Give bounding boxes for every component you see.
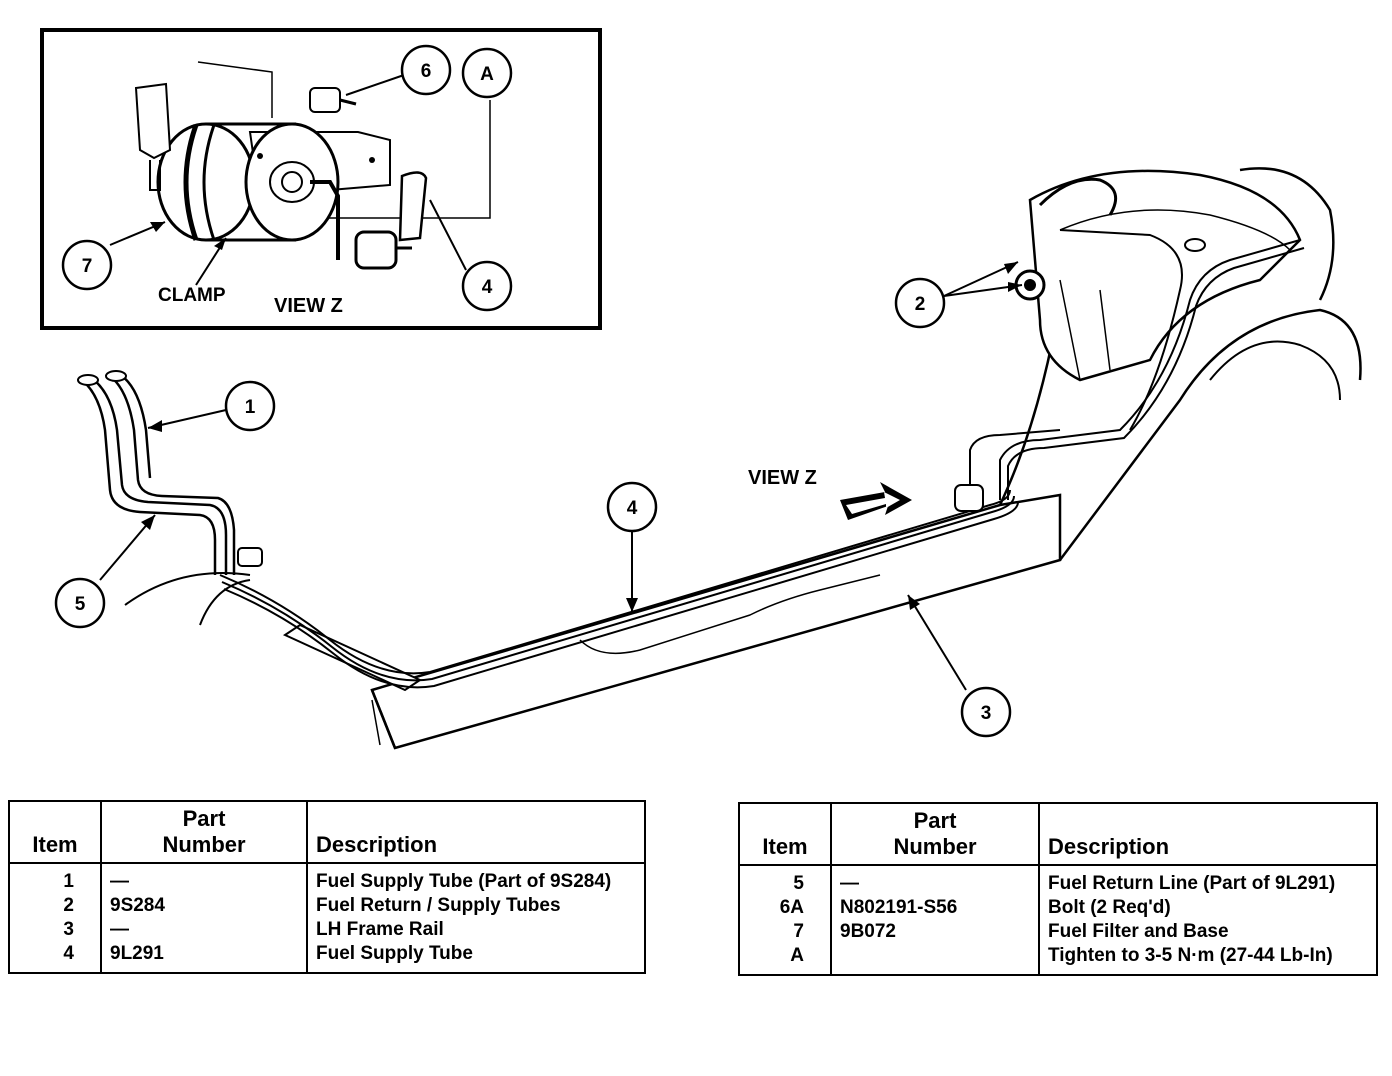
fuel-supply-tube-1 <box>77 370 236 575</box>
header-description: Description <box>1038 803 1377 866</box>
svg-text:4: 4 <box>482 277 493 298</box>
callout-a: A <box>461 47 513 99</box>
callout-1: 1 <box>224 380 276 432</box>
callout-6: 6 <box>400 44 452 96</box>
table-row: 7 9B072 Fuel Filter and Base <box>739 920 1377 944</box>
svg-text:6: 6 <box>421 61 432 82</box>
callout-3: 3 <box>960 686 1012 738</box>
lower-fitting <box>354 230 412 270</box>
svg-text:4: 4 <box>627 498 638 519</box>
svg-text:5: 5 <box>75 594 86 615</box>
header-item: Item <box>739 803 831 866</box>
svg-text:7: 7 <box>82 256 93 277</box>
fuel-tube-bundle-4 <box>219 229 1305 689</box>
table-row: 4 9L291 Fuel Supply Tube <box>9 942 645 973</box>
inset-title: VIEW Z <box>274 295 343 317</box>
callout-2: 2 <box>894 277 946 329</box>
table-row: 2 9S284 Fuel Return / Supply Tubes <box>9 894 645 918</box>
view-z-label: VIEW Z <box>748 467 817 489</box>
table-row: 3 — LH Frame Rail <box>9 918 645 942</box>
callout-5: 5 <box>54 577 106 629</box>
header-item: Item <box>9 801 101 864</box>
svg-text:A: A <box>480 64 494 85</box>
svg-text:1: 1 <box>245 397 256 418</box>
clamp-label: CLAMP <box>158 285 226 306</box>
table-row: 5 — Fuel Return Line (Part of 9L291) <box>739 865 1377 896</box>
inset-view-z <box>40 28 602 330</box>
callout-4-inset: 4 <box>461 260 513 312</box>
view-z-arrow <box>840 482 912 520</box>
fuel-tank <box>1014 169 1302 382</box>
table-row: A Tighten to 3-5 N·m (27-44 Lb-In) <box>739 944 1377 975</box>
table-row: 6A N802191-S56 Bolt (2 Req'd) <box>739 896 1377 920</box>
svg-text:2: 2 <box>915 294 926 315</box>
fuel-filter-7 <box>156 122 375 242</box>
bolt-6a <box>309 87 357 113</box>
callout-4-main: 4 <box>606 481 658 533</box>
table-row: 1 — Fuel Supply Tube (Part of 9S284) <box>9 863 645 894</box>
fuel-line-diagram: 1 2 3 4 5 6 A 4 7 CLAMP VIEW Z VIEW Z <box>40 28 1362 750</box>
header-description: Description <box>306 801 645 864</box>
svg-text:3: 3 <box>981 703 992 724</box>
callout-7: 7 <box>61 239 113 291</box>
